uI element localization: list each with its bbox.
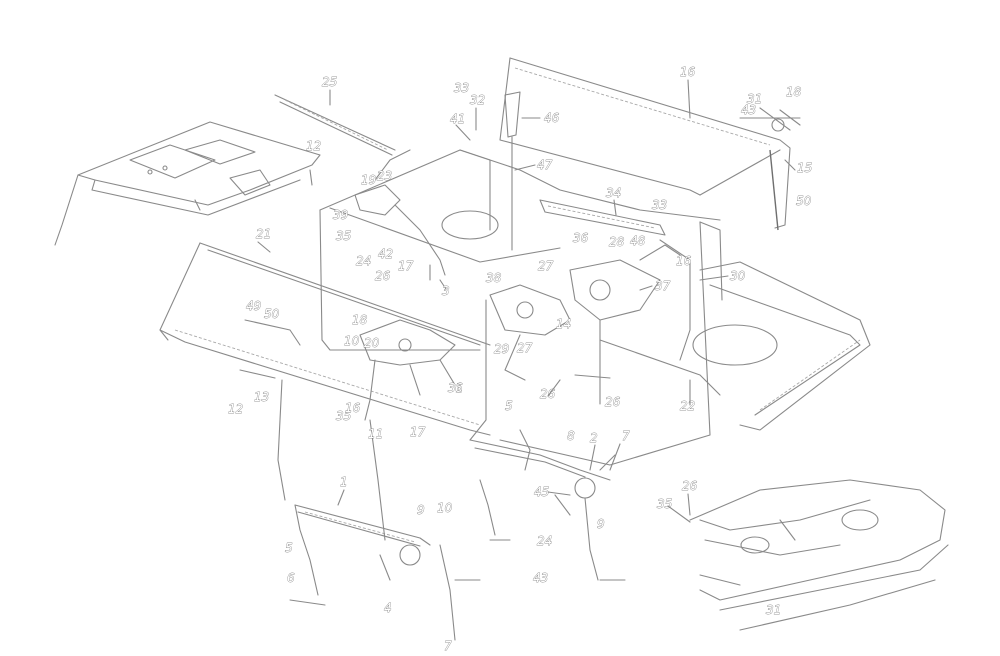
callout-6: 6 [455, 381, 463, 395]
callout-20: 20 [364, 336, 380, 350]
callout-43: 43 [533, 571, 548, 585]
callout-49: 49 [246, 299, 261, 313]
callout-27: 27 [538, 259, 554, 273]
callout-35: 35 [336, 229, 351, 243]
callout-47: 47 [537, 158, 553, 172]
callout-16: 16 [345, 401, 361, 415]
callout-24: 24 [537, 534, 552, 548]
callout-12: 12 [228, 402, 243, 416]
callout-10: 10 [344, 334, 360, 348]
callout-43: 43 [741, 103, 756, 117]
callout-36: 36 [573, 231, 589, 245]
callout-25: 25 [322, 75, 337, 89]
callout-38: 38 [486, 271, 502, 285]
callout-46: 46 [544, 111, 560, 125]
callout-50: 50 [264, 307, 280, 321]
callout-7: 7 [622, 429, 630, 443]
callout-4: 4 [384, 601, 392, 615]
callout-5: 5 [505, 399, 513, 413]
callout-23: 23 [377, 169, 392, 183]
callout-45: 45 [534, 485, 549, 499]
callout-6: 6 [287, 571, 295, 585]
center-linkage [489, 199, 691, 381]
callout-21: 21 [256, 227, 271, 241]
callout-26: 26 [682, 479, 698, 493]
callout-34: 34 [606, 186, 621, 200]
callout-5: 5 [285, 541, 293, 555]
callout-10: 10 [437, 501, 453, 515]
callout-42: 42 [378, 247, 393, 261]
rear-panel [499, 57, 801, 231]
callout-33: 33 [652, 198, 667, 212]
mower-deck [689, 479, 949, 631]
callout-3: 3 [442, 284, 450, 298]
callout-48: 48 [630, 234, 646, 248]
leader-lines [257, 79, 796, 523]
callout-18: 18 [352, 313, 368, 327]
callout-16: 16 [680, 65, 696, 79]
callout-17: 17 [410, 425, 426, 439]
callout-32: 32 [470, 93, 485, 107]
callout-30: 30 [730, 269, 746, 283]
callout-11: 11 [368, 427, 383, 441]
mid-bracket-cluster [239, 319, 456, 421]
callout-26: 26 [375, 269, 391, 283]
seat-pan-assembly [54, 121, 321, 246]
callout-31: 31 [448, 381, 463, 395]
front-panel-21 [159, 242, 491, 436]
callout-9: 9 [597, 517, 605, 531]
callout-7: 7 [444, 639, 452, 653]
callout-50: 50 [796, 194, 812, 208]
callout-31: 31 [747, 92, 762, 106]
callout-35: 35 [336, 409, 351, 423]
deck-board [599, 261, 871, 431]
callout-22: 22 [680, 399, 695, 413]
callout-8: 8 [567, 429, 575, 443]
left-bracket-cluster [354, 149, 449, 293]
callout-19: 19 [361, 173, 376, 187]
callout-37: 37 [655, 279, 671, 293]
callout-16: 16 [676, 254, 692, 268]
callout-15: 15 [797, 161, 812, 175]
callout-39: 39 [333, 208, 348, 222]
callout-26: 26 [605, 395, 621, 409]
post-46 [504, 91, 521, 251]
callout-31: 31 [766, 603, 781, 617]
callout-13: 13 [254, 390, 269, 404]
main-frame [319, 149, 723, 466]
callout-41: 41 [450, 112, 465, 126]
callout-labels: 25 32 33 41 46 47 16 31 18 43 15 50 12 1… [228, 65, 813, 654]
callout-35: 35 [657, 497, 672, 511]
callout-14: 14 [556, 317, 571, 331]
pedal-linkage-right [469, 429, 626, 581]
spring-25 [274, 94, 396, 156]
callout-12: 12 [306, 139, 321, 153]
callout-27: 27 [517, 341, 533, 355]
callout-28: 28 [609, 235, 625, 249]
callout-29: 29 [494, 342, 509, 356]
callout-9: 9 [417, 503, 425, 517]
callout-18: 18 [786, 85, 802, 99]
pedal-linkage-left [277, 379, 481, 641]
callout-24: 24 [356, 254, 371, 268]
callout-2: 2 [590, 431, 598, 445]
callout-17: 17 [398, 259, 414, 273]
callout-1: 1 [340, 475, 348, 489]
callout-33: 33 [454, 81, 469, 95]
